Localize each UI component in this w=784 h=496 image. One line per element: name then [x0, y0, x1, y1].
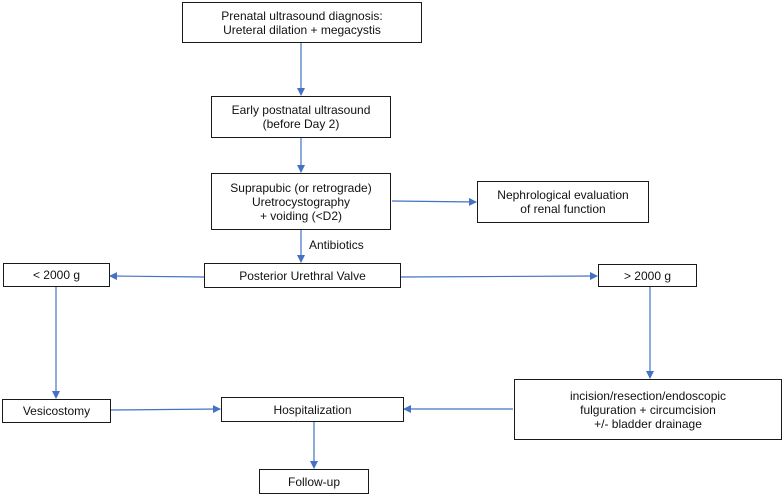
node-hospitalization: Hospitalization: [221, 397, 404, 422]
node-follow-up-text: Follow-up: [287, 474, 341, 489]
node-under-2000g: < 2000 g: [3, 263, 110, 287]
node-vesicostomy-text: Vesicostomy: [22, 404, 91, 418]
node-under-2000g-text: < 2000 g: [32, 268, 81, 282]
node-over-2000g-text: > 2000 g: [623, 268, 672, 283]
node-endoscopic-text: incision/resection/endoscopic fulguratio…: [569, 388, 727, 431]
node-early-postnatal-ultrasound: Early postnatal ultrasound (before Day 2…: [211, 96, 391, 138]
node-endoscopic-treatment: incision/resection/endoscopic fulguratio…: [514, 379, 782, 440]
node-puv-text: Posterior Urethral Valve: [239, 268, 366, 283]
node-over-2000g: > 2000 g: [598, 264, 697, 287]
node-nephrological-text: Nephrological evaluation of renal functi…: [497, 188, 629, 216]
node-uretrocystography: Suprapubic (or retrograde) Uretrocystogr…: [211, 173, 391, 230]
edge-label-antibiotics: Antibiotics: [309, 238, 364, 252]
node-nephrological-evaluation: Nephrological evaluation of renal functi…: [477, 181, 649, 223]
arrow-cystography-to-nephro: [391, 197, 477, 206]
node-uretrocystography-text: Suprapubic (or retrograde) Uretrocystogr…: [230, 180, 372, 223]
node-prenatal-diagnosis-text: Prenatal ultrasound diagnosis: Ureteral …: [221, 8, 383, 37]
arrow-vesicostomy-to-hospitalization: [110, 405, 221, 414]
node-prenatal-diagnosis: Prenatal ultrasound diagnosis: Ureteral …: [182, 2, 422, 43]
node-posterior-urethral-valve: Posterior Urethral Valve: [204, 263, 401, 288]
node-follow-up: Follow-up: [259, 469, 369, 494]
node-hospitalization-text: Hospitalization: [273, 402, 352, 417]
node-early-postnatal-text: Early postnatal ultrasound (before Day 2…: [231, 103, 371, 131]
node-vesicostomy: Vesicostomy: [2, 399, 111, 423]
arrow-puv-to-over-2000: [400, 272, 598, 281]
arrow-puv-to-under-2000: [109, 272, 205, 281]
